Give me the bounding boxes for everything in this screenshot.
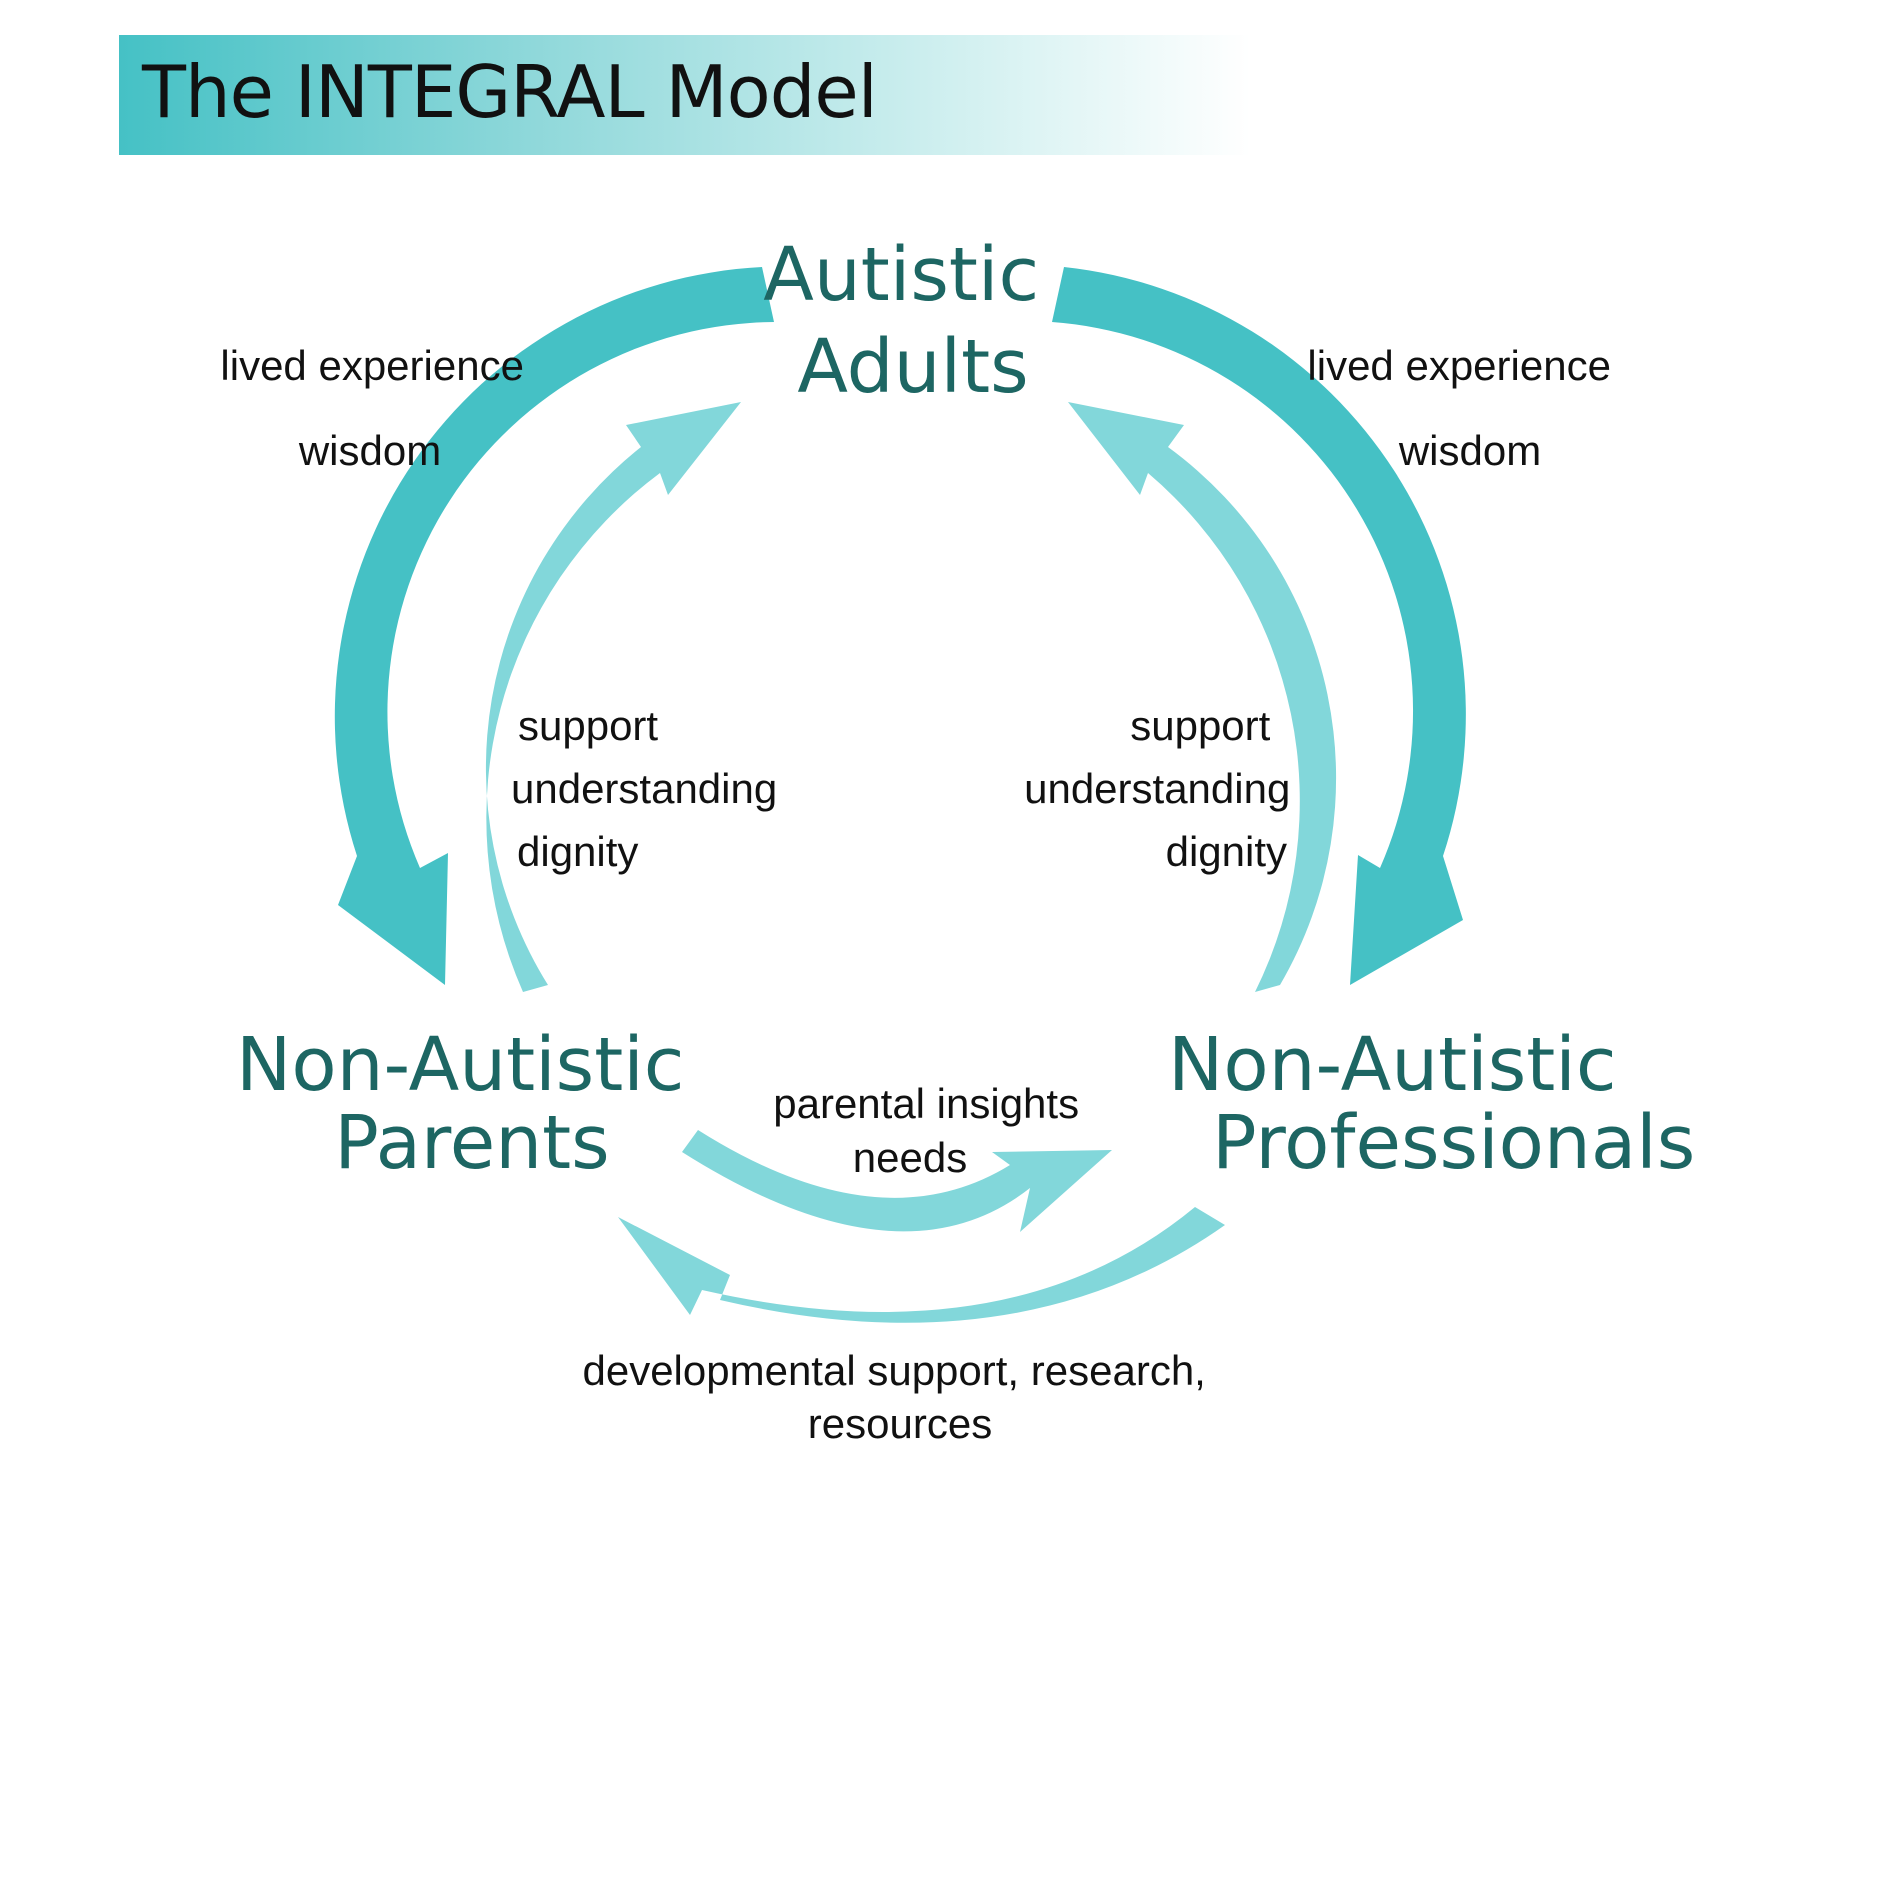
arrow-professionals-to-parents bbox=[618, 1207, 1225, 1323]
label-left-inner-line3: dignity bbox=[517, 828, 638, 875]
label-bottom-upper: parental insights needs bbox=[773, 1080, 1091, 1181]
node-autistic-adults-line2: Adults bbox=[797, 324, 1028, 410]
label-right-outer-line1: lived experience bbox=[1307, 342, 1611, 389]
label-right-inner-line3: dignity bbox=[1166, 828, 1287, 875]
label-left-outer-line2: wisdom bbox=[298, 427, 441, 474]
label-right-inner: support understanding dignity bbox=[1024, 702, 1302, 875]
label-left-inner: support understanding dignity bbox=[511, 702, 789, 875]
node-parents-line1: Non-Autistic bbox=[236, 1022, 685, 1108]
arrow-adults-to-parents bbox=[334, 267, 774, 985]
label-left-inner-line1: support bbox=[518, 702, 658, 749]
label-left-inner-line2: understanding bbox=[511, 765, 777, 812]
node-professionals-line2: Professionals bbox=[1212, 1100, 1695, 1186]
node-parents: Non-Autistic Parents bbox=[236, 1022, 708, 1186]
label-right-inner-line1: support bbox=[1130, 702, 1270, 749]
node-professionals: Non-Autistic Professionals bbox=[1168, 1022, 1695, 1186]
label-bottom-lower: developmental support, research, resourc… bbox=[582, 1347, 1217, 1447]
arrow-professionals-to-adults bbox=[1068, 402, 1337, 992]
arrow-adults-to-professionals bbox=[1052, 267, 1466, 985]
label-bottom-lower-line1: developmental support, research, bbox=[582, 1347, 1205, 1394]
label-left-outer: lived experience wisdom bbox=[220, 342, 535, 474]
label-right-outer: lived experience wisdom bbox=[1307, 342, 1622, 474]
arrow-parents-to-professionals bbox=[682, 1130, 1112, 1232]
label-left-outer-line1: lived experience bbox=[220, 342, 524, 389]
label-right-outer-line2: wisdom bbox=[1398, 427, 1541, 474]
title-bar bbox=[119, 35, 1499, 155]
label-right-inner-line2: understanding bbox=[1024, 765, 1290, 812]
node-autistic-adults: Autistic Adults bbox=[763, 232, 1062, 410]
node-professionals-line1: Non-Autistic bbox=[1168, 1022, 1617, 1108]
label-bottom-lower-line2: resources bbox=[808, 1400, 992, 1447]
node-parents-line2: Parents bbox=[334, 1100, 609, 1186]
node-autistic-adults-line1: Autistic bbox=[763, 232, 1039, 318]
label-bottom-upper-line1: parental insights bbox=[773, 1080, 1079, 1127]
arrow-parents-to-adults bbox=[485, 402, 741, 992]
page-title: The INTEGRAL Model bbox=[142, 50, 878, 134]
label-bottom-upper-line2: needs bbox=[853, 1134, 967, 1181]
